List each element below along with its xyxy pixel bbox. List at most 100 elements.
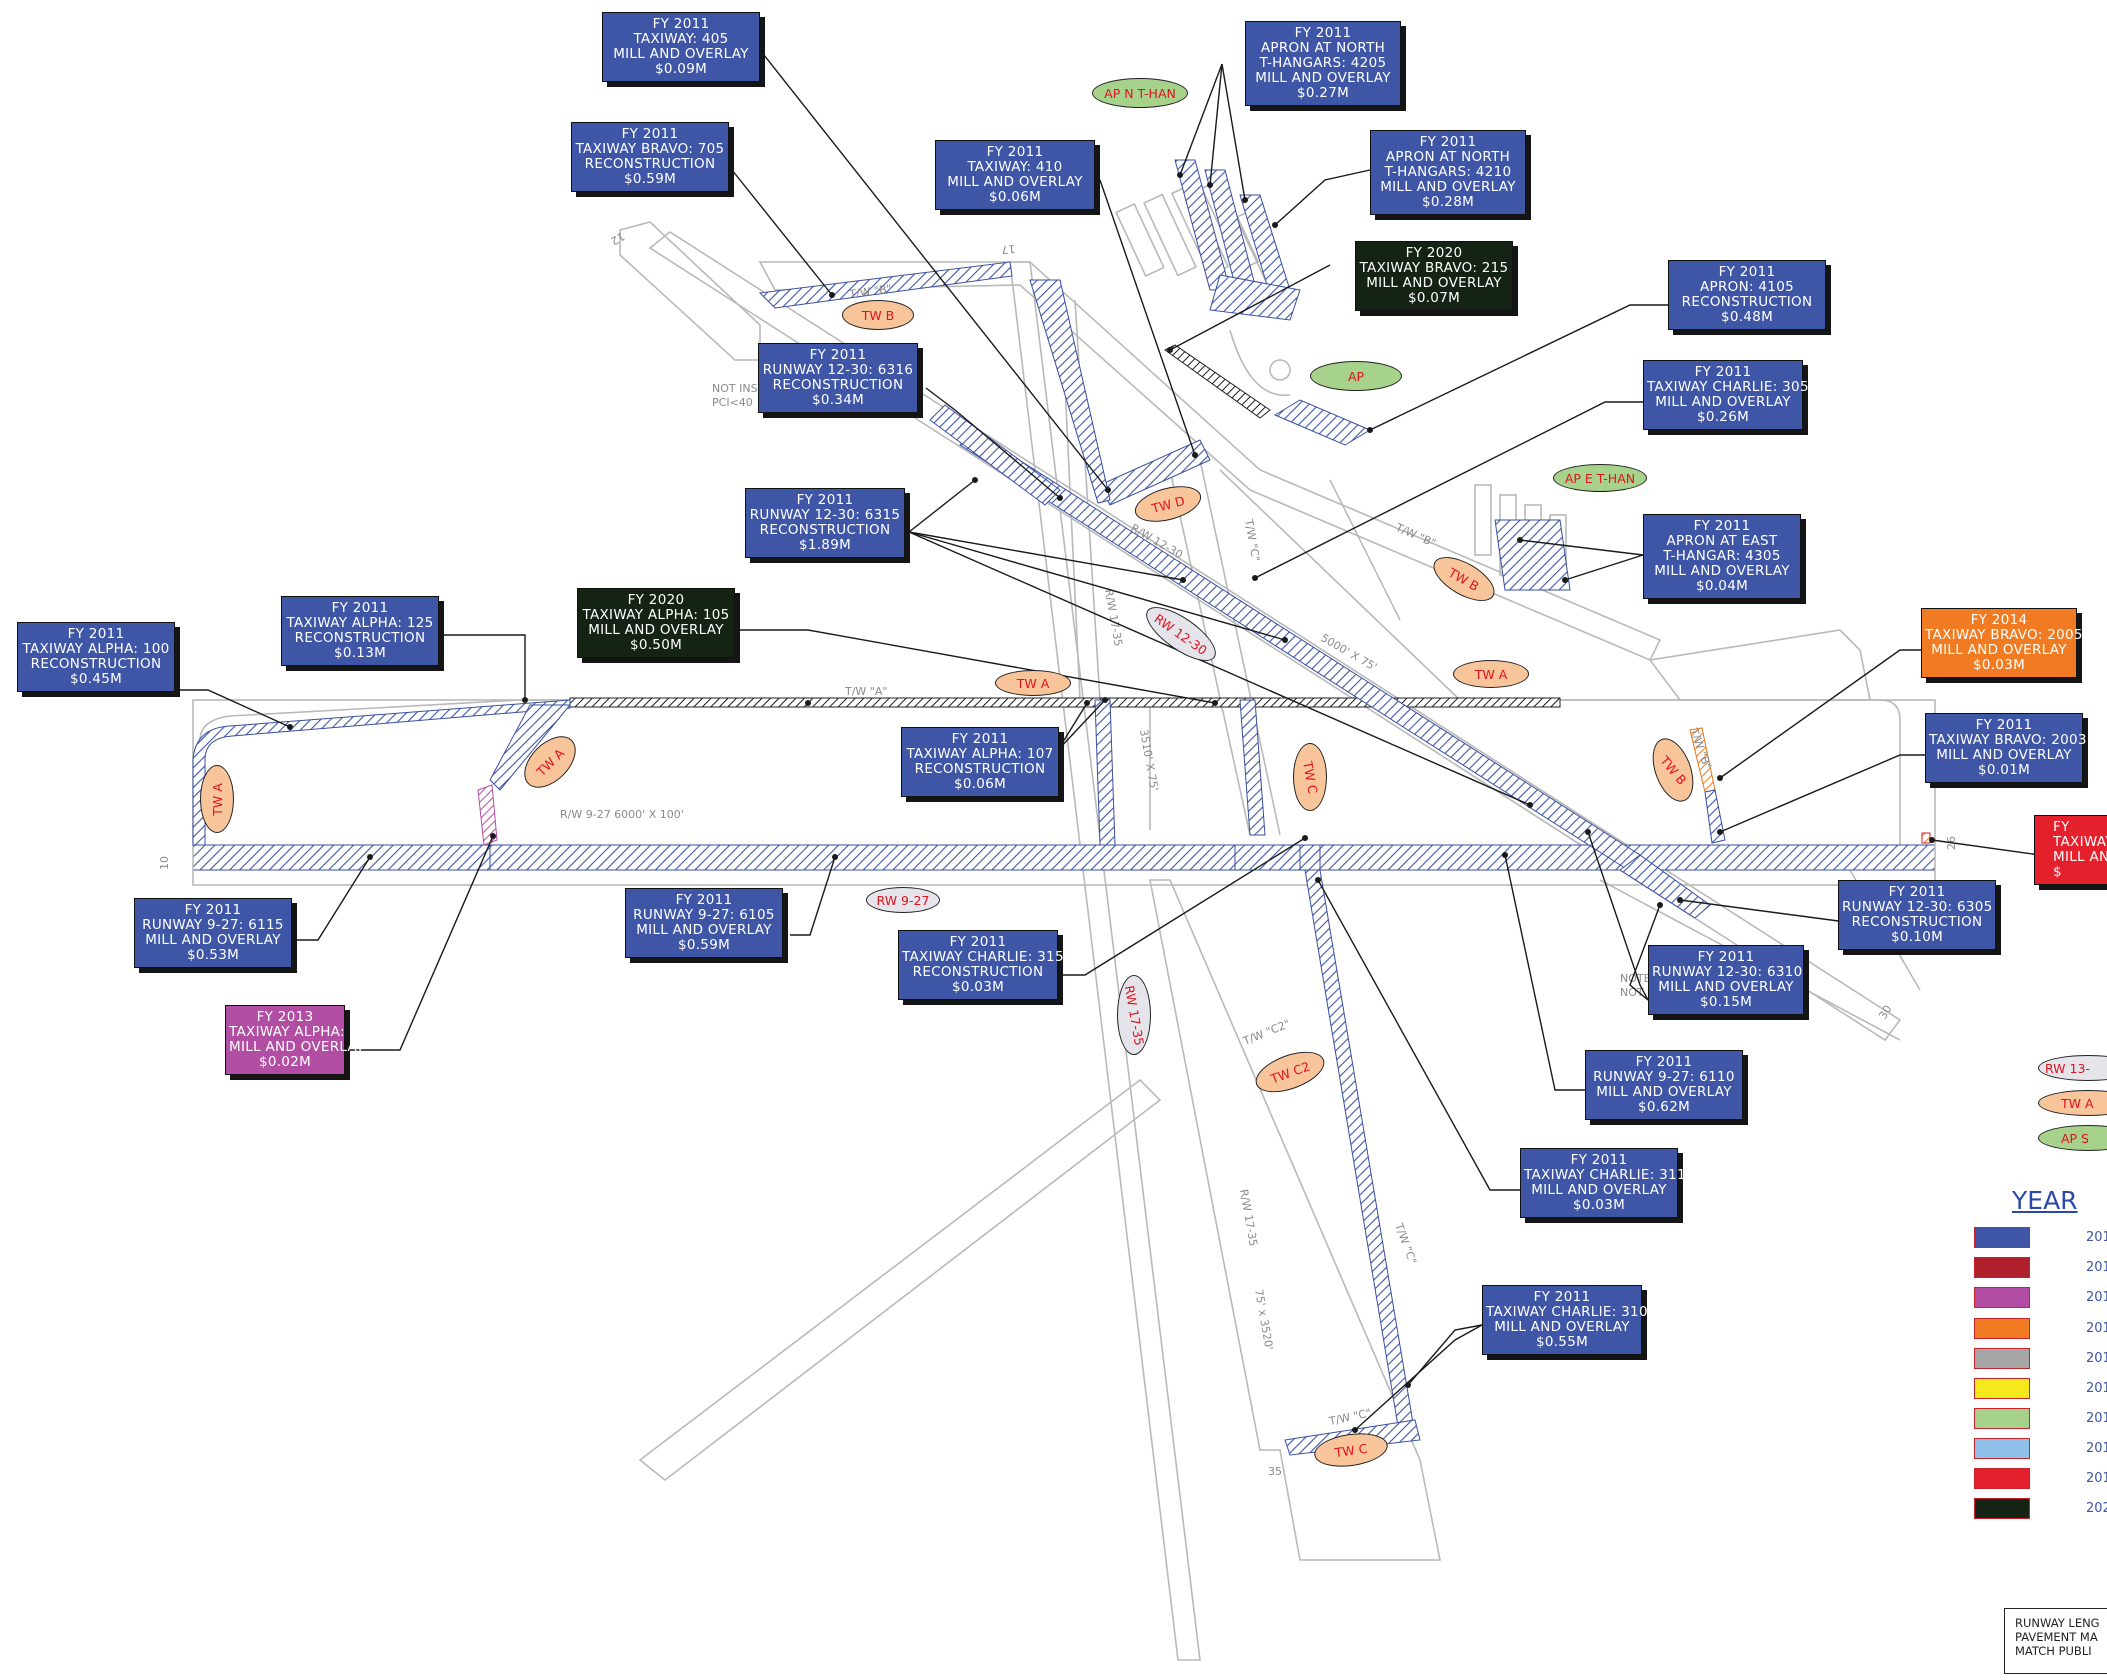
card-work: RECONSTRUCTION	[1681, 294, 1813, 310]
legend-swatch	[1974, 1438, 2030, 1459]
legend-title: YEAR	[2012, 1186, 2078, 1215]
card-year: FY 2011	[1694, 364, 1752, 380]
legend-year: 201	[2086, 1381, 2107, 1396]
card-year: FY 2020	[1405, 245, 1463, 261]
legend-swatch	[1974, 1378, 2030, 1399]
runway-12-end-outline	[619, 221, 761, 361]
project-card-taxiway-alpha-107: FY 2011 TAXIWAY ALPHA: 107 RECONSTRUCTIO…	[901, 727, 1059, 797]
tag-apron-east: AP E T-HAN	[1553, 464, 1647, 492]
card-work: RECONSTRUCTION	[1851, 914, 1983, 930]
card-cost: $1.89M	[798, 537, 852, 553]
project-card-runway-6110: FY 2011 RUNWAY 9-27: 6110 MILL AND OVERL…	[1585, 1050, 1743, 1120]
taxiway-a-105-hatch	[569, 697, 1561, 708]
card-cost: $0.26M	[1696, 409, 1750, 425]
card-cost: $0.06M	[953, 776, 1007, 792]
card-year: FY 2011	[652, 16, 710, 32]
apron-4305-hatch	[1494, 519, 1571, 591]
card-section: TAXIWAY ALPHA: 100	[22, 641, 170, 657]
project-card-taxiway-charlie-310: FY 2011 TAXIWAY CHARLIE: 310 MILL AND OV…	[1482, 1285, 1648, 1355]
label-rw-9-27: R/W 9-27 6000' X 100'	[560, 808, 684, 821]
label-end-17: 17	[1001, 242, 1016, 256]
card-section: RUNWAY 12-30: 6310	[1652, 964, 1803, 980]
label-rw-17-35-dims-b: 75' x 3520'	[1252, 1288, 1275, 1351]
tag-taxiway-b: TW B	[842, 300, 914, 330]
project-card-runway-6305: FY 2011 RUNWAY 12-30: 6305 RECONSTRUCTIO…	[1838, 880, 1996, 950]
tag-taxiway-a-2: TW A	[1453, 660, 1529, 688]
runway-note-box: RUNWAY LENG PAVEMENT MA MATCH PUBLI	[2004, 1608, 2107, 1674]
label-end-30: 30	[1876, 1003, 1894, 1022]
taxiway-b-215-hatch	[1164, 344, 1271, 419]
apron-4105-hatch	[1273, 399, 1372, 446]
taxiway-charlie-305-hatch	[1239, 699, 1266, 836]
card-section: TAXIWAY	[2053, 834, 2107, 850]
project-card-runway-6315: FY 2011 RUNWAY 12-30: 6315 RECONSTRUCTIO…	[745, 488, 905, 558]
project-card-taxiway-bravo-215: FY 2020 TAXIWAY BRAVO: 215 MILL AND OVER…	[1355, 241, 1513, 311]
project-card-taxiway-alpha-100: FY 2011 TAXIWAY ALPHA: 100 RECONSTRUCTIO…	[17, 622, 175, 692]
card-work: RECONSTRUCTION	[759, 522, 891, 538]
label-tw-c-1: T/W "C"	[1242, 517, 1262, 562]
legend-swatch	[1974, 1287, 2030, 1308]
card-year: FY 2011	[1533, 1289, 1591, 1305]
legend-year: 201	[2086, 1290, 2107, 1305]
card-work: MILL AND OVERLAY	[1596, 1084, 1732, 1100]
card-cost: $0.28M	[1421, 194, 1475, 210]
tag-runway-9-27: RW 9-27	[866, 887, 940, 913]
card-year: FY 2011	[809, 347, 867, 363]
card-year: FY 2011	[331, 600, 389, 616]
east-end-marker	[1921, 832, 1931, 844]
tag-label: RW 17-35	[1121, 983, 1147, 1047]
card-year: FY 2011	[184, 902, 242, 918]
label-tw-c2: T/W "C2"	[1240, 1017, 1292, 1048]
card-year: FY 2011	[621, 126, 679, 142]
card-work: RECONSTRUCTION	[912, 964, 1044, 980]
card-cost: $0.10M	[1890, 929, 1944, 945]
legend-year: 201	[2086, 1411, 2107, 1426]
legend-year: 201	[2086, 1441, 2107, 1456]
card-work: MILL AND OVERLAY	[229, 1039, 365, 1055]
legend-year: 202	[2086, 1501, 2107, 1516]
card-year: FY 2011	[986, 144, 1044, 160]
label-tw-a: T/W "A"	[844, 685, 887, 698]
project-card-taxiway-bravo-705: FY 2011 TAXIWAY BRAVO: 705 RECONSTRUCTIO…	[571, 122, 729, 192]
runway-12-30-6305-hatch	[1619, 854, 1711, 919]
southwest-taxiway-outline	[638, 1078, 1162, 1482]
project-card-apron-4105: FY 2011 APRON: 4105 RECONSTRUCTION $0.48…	[1668, 260, 1826, 330]
legend-swatch	[1974, 1348, 2030, 1369]
card-section: TAXIWAY CHARLIE: 315	[902, 949, 1064, 965]
label-tw-b-3: T/W "B"	[1687, 726, 1714, 771]
card-work: MILL AND OVERLAY	[1380, 179, 1516, 195]
legend-year: 201	[2086, 1260, 2107, 1275]
card-work: MILL AND OVERLAY	[1658, 979, 1794, 995]
card-section: TAXIWAY ALPHA: 107	[906, 746, 1054, 762]
label-end-35: 35	[1268, 1465, 1282, 1478]
project-card-red-partial: FY TAXIWAY MILL AN $	[2034, 815, 2107, 885]
card-section: TAXIWAY ALPHA: 105	[582, 607, 730, 623]
taxiway-bravo-2003-hatch	[1704, 789, 1726, 844]
card-cost: $0.04M	[1695, 578, 1749, 594]
card-year: FY 2011	[1975, 717, 2033, 733]
card-section: TAXIWAY ALPHA: 125	[286, 615, 434, 631]
card-work: RECONSTRUCTION	[294, 630, 426, 646]
card-section: RUNWAY 12-30: 6316	[762, 362, 914, 378]
runway-12-30-6316-hatch	[929, 404, 1061, 506]
card-section: TAXIWAY CHARLIE: 311	[1524, 1167, 1686, 1183]
card-section: TAXIWAY: 410	[967, 159, 1063, 175]
runway-12-30-outline	[648, 231, 1902, 1042]
card-section: APRON AT NORTH	[1260, 40, 1386, 56]
note-line: PAVEMENT MA	[2015, 1630, 2098, 1644]
card-year: FY 2011	[1570, 1152, 1628, 1168]
runway-9-27-hatch	[192, 844, 1936, 871]
card-year: FY 2011	[1888, 884, 1946, 900]
label-end-10: 10	[158, 856, 171, 870]
project-card-taxiway-alpha-125: FY 2011 TAXIWAY ALPHA: 125 RECONSTRUCTIO…	[281, 596, 439, 666]
legend-swatch	[1974, 1318, 2030, 1339]
legend-year: 201	[2086, 1230, 2107, 1245]
card-year: FY 2013	[256, 1009, 314, 1025]
taxiway-a-125-hatch	[489, 704, 572, 791]
card-section-2: T-HANGARS: 4205	[1259, 55, 1387, 71]
project-card-apron-4205: FY 2011 APRON AT NORTH T-HANGARS: 4205 M…	[1245, 21, 1401, 106]
card-year: FY 2011	[1419, 134, 1477, 150]
card-cost: $0.09M	[654, 61, 708, 77]
